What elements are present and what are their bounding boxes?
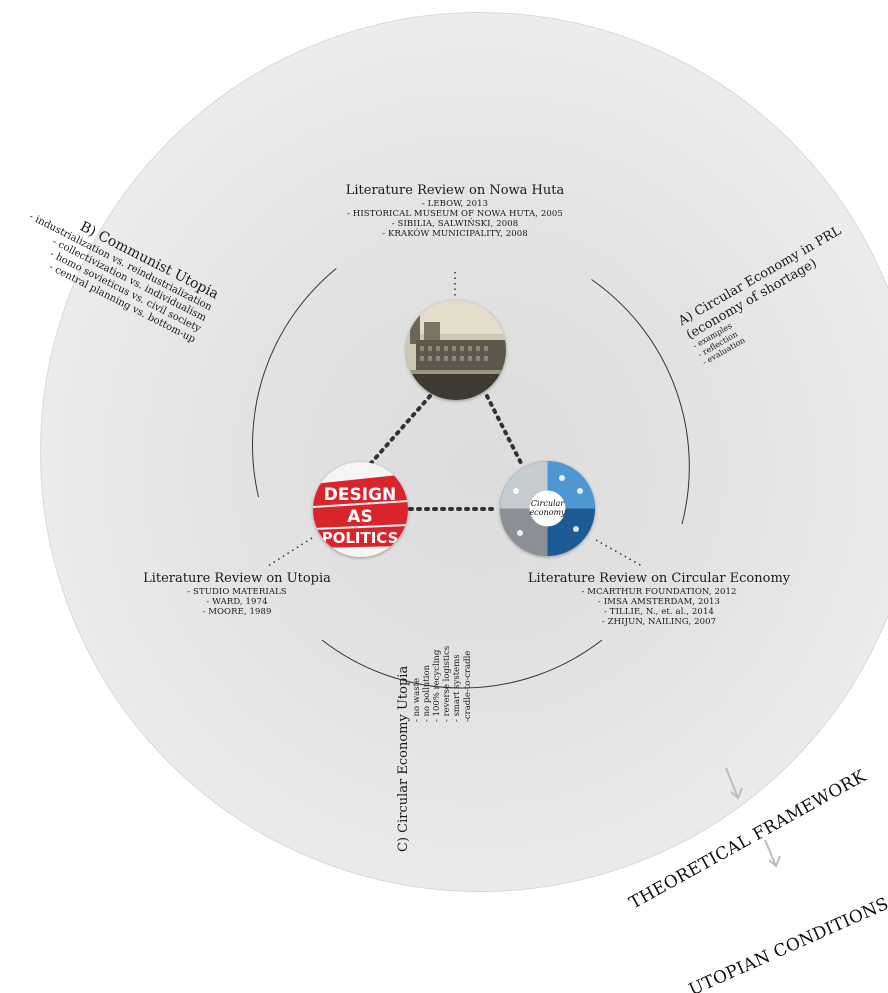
edge-top-right (485, 394, 524, 467)
review-item: - SIBILIA, SALWIŃSKI, 2008 (391, 218, 519, 229)
circular-utopia-item: - smart systems (452, 654, 463, 722)
leader-right (595, 539, 643, 567)
circular-utopia-item: - no pollution (421, 664, 432, 722)
nowa-huta-photo (406, 300, 506, 400)
flow-arrow-1 (725, 767, 743, 800)
circular-utopia-item: - 100% recycling (431, 649, 442, 722)
svg-text:economy: economy (529, 508, 566, 517)
edge-top-left (363, 394, 432, 472)
arc-left (252, 268, 337, 498)
circular-utopia-item: -cradle-to-cradle (462, 650, 473, 722)
arc-right (591, 279, 690, 525)
review-item: - MOORE, 1989 (202, 606, 272, 617)
review-utopia: Literature Review on Utopia - STUDIO MAT… (143, 571, 331, 617)
review-item: - HISTORICAL MUSEUM OF NOWA HUTA, 2005 (347, 208, 563, 219)
outer-circle (40, 12, 888, 892)
circular-utopia-item: - no waste (411, 677, 422, 722)
review-item: - WARD, 1974 (206, 596, 268, 607)
review-item: - STUDIO MATERIALS (187, 586, 287, 597)
review-nowa-huta: Literature Review on Nowa Huta - LEBOW, … (346, 183, 564, 239)
review-item: - MCARTHUR FOUNDATION, 2012 (581, 586, 737, 597)
circular-utopia-block: C) Circular Economy Utopia - no waste - … (396, 646, 473, 852)
design-as-politics-cover: DESIGN AS POLITICS (313, 462, 408, 557)
review-utopia-title: Literature Review on Utopia (143, 571, 331, 586)
circular-utopia-heading: C) Circular Economy Utopia (396, 665, 411, 852)
svg-text:Circular: Circular (531, 499, 565, 508)
review-circular-economy: Literature Review on Circular Economy - … (528, 571, 790, 627)
badge-line-2: AS (347, 507, 372, 527)
badge-line-1: DESIGN (324, 485, 396, 505)
review-circular-title: Literature Review on Circular Economy (527, 571, 791, 586)
review-item: - ZHIJUN, NAILING, 2007 (601, 617, 717, 628)
review-item: - IMSA AMSTERDAM, 2013 (597, 596, 721, 607)
review-item: - LEBOW, 2013 (421, 198, 489, 209)
review-item: - KRAKÓW MUNICIPALITY, 2008 (382, 229, 528, 240)
badge-line-3: POLITICS (322, 529, 399, 547)
arc-bottom (321, 639, 603, 689)
leader-left (267, 537, 313, 567)
circular-utopia-item: - reverse logistics (442, 645, 453, 722)
review-nowa-huta-title: Literature Review on Nowa Huta (345, 183, 565, 198)
review-item: - TILLIE, N., et. al., 2014 (604, 606, 714, 617)
flow-arrow-2 (764, 839, 781, 868)
circular-economy-wheel: Circular economy (500, 461, 595, 556)
